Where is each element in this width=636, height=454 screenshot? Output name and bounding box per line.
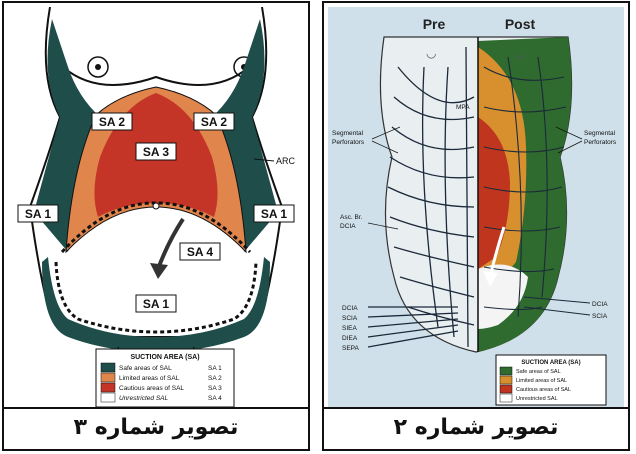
svg-text:SCIA: SCIA xyxy=(592,313,608,320)
svg-text:SA 1: SA 1 xyxy=(261,207,288,221)
post-label: Post xyxy=(505,16,536,32)
legend-right: SUCTION AREA (SA) Safe areas of SAL Limi… xyxy=(496,355,606,405)
svg-text:DCIA: DCIA xyxy=(342,305,358,312)
figure-panel-2: ◡ ◡ Pre Post MPA Segmental Perforators S… xyxy=(322,1,630,451)
zone-sa2-right: SA 2 xyxy=(194,113,234,130)
svg-text:Perforators: Perforators xyxy=(332,139,365,146)
pre-label: Pre xyxy=(423,16,446,32)
svg-text:Safe areas of SAL: Safe areas of SAL xyxy=(516,369,561,375)
svg-text:SEPA: SEPA xyxy=(342,345,360,352)
legend-right-title: SUCTION AREA (SA) xyxy=(521,360,580,366)
svg-text:SA 1: SA 1 xyxy=(25,207,52,221)
svg-text:SCIA: SCIA xyxy=(342,315,358,322)
svg-text:SA 3: SA 3 xyxy=(208,385,222,392)
zone-sa3: SA 3 xyxy=(136,143,176,160)
svg-text:DIEA: DIEA xyxy=(342,335,358,342)
legend-left: SUCTION AREA (SA) Safe areas of SAL SA 1… xyxy=(96,349,234,407)
legend-row: Safe areas of SAL xyxy=(500,367,561,375)
svg-text:Unrestricted SAL: Unrestricted SAL xyxy=(119,395,169,402)
svg-text:SA 1: SA 1 xyxy=(208,365,222,372)
navel-left-icon: ◡ xyxy=(426,46,436,60)
legend-row: Limited areas of SAL xyxy=(500,376,567,384)
svg-text:SA 2: SA 2 xyxy=(99,115,126,129)
zone-sa2-left: SA 2 xyxy=(92,113,132,130)
svg-text:Unrestricted SAL: Unrestricted SAL xyxy=(516,396,558,402)
figure-panel-3: ARC SA 2 SA 2 SA 3 SA 1 SA 1 SA 4 SA 1 xyxy=(2,1,310,451)
zone-sa1-left: SA 1 xyxy=(18,205,58,222)
svg-text:SA 2: SA 2 xyxy=(208,375,222,382)
arc-label: ARC xyxy=(276,156,296,166)
svg-text:SIEA: SIEA xyxy=(342,325,357,332)
mpa-label: MPA xyxy=(456,104,470,111)
svg-text:Cautious areas of SAL: Cautious areas of SAL xyxy=(119,385,184,392)
legend-row: Unrestricted SAL xyxy=(500,394,558,402)
svg-text:Asc. Br.: Asc. Br. xyxy=(340,214,363,221)
legend-row: Cautious areas of SAL xyxy=(500,385,571,393)
legend-left-title: SUCTION AREA (SA) xyxy=(130,354,199,361)
suction-area-diagram: ARC SA 2 SA 2 SA 3 SA 1 SA 1 SA 4 SA 1 xyxy=(8,7,304,409)
svg-text:SA 1: SA 1 xyxy=(143,297,170,311)
zone-sa4: SA 4 xyxy=(180,243,220,260)
svg-text:SA 2: SA 2 xyxy=(201,115,228,129)
svg-text:Segmental: Segmental xyxy=(584,130,616,137)
zone-sa1-bottom: SA 1 xyxy=(136,295,176,312)
svg-text:Segmental: Segmental xyxy=(332,130,364,137)
perforator-vessel-diagram: ◡ ◡ Pre Post MPA Segmental Perforators S… xyxy=(328,7,624,409)
caption-figure-3: تصویر شماره ۳ xyxy=(4,407,308,449)
svg-text:SA 4: SA 4 xyxy=(208,395,222,402)
svg-text:Cautious areas of SAL: Cautious areas of SAL xyxy=(516,387,571,393)
svg-text:SA 4: SA 4 xyxy=(187,245,214,259)
svg-text:Limited areas of SAL: Limited areas of SAL xyxy=(119,375,180,382)
svg-text:SA 3: SA 3 xyxy=(143,145,170,159)
navel-right-icon: ◡ xyxy=(516,46,526,60)
svg-text:Safe areas of SAL: Safe areas of SAL xyxy=(119,365,172,372)
svg-text:Limited areas of SAL: Limited areas of SAL xyxy=(516,378,567,384)
svg-text:Perforators: Perforators xyxy=(584,139,617,146)
svg-text:DCIA: DCIA xyxy=(340,223,356,230)
svg-text:DCIA: DCIA xyxy=(592,301,608,308)
caption-figure-2: تصویر شماره ۲ xyxy=(324,407,628,449)
zone-sa1-right: SA 1 xyxy=(254,205,294,222)
